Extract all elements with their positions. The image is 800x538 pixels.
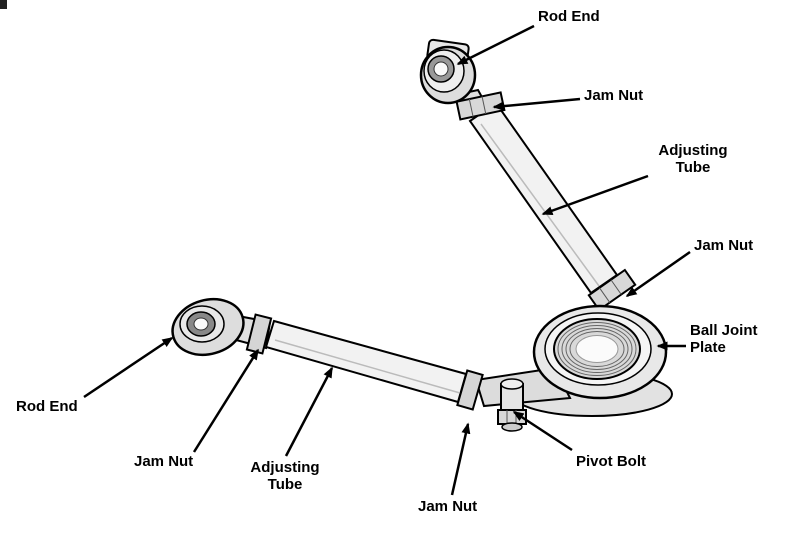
- label-ball-joint-plate: Ball Joint Plate: [690, 322, 758, 356]
- label-jam-nut-bottom: Jam Nut: [418, 498, 478, 515]
- arrow-jam-nut-mid: [625, 250, 691, 298]
- arrow-pivot-bolt: [512, 410, 573, 452]
- scan-artifact: [0, 0, 7, 9]
- arrow-adjusting-tube-bottom: [284, 366, 334, 457]
- arrow-rod-end-left: [83, 336, 174, 399]
- label-adjusting-tube-top: Adjusting Tube: [658, 142, 728, 176]
- ball-joint-plate-ring: [532, 304, 668, 400]
- middle-jam-nut: [587, 268, 637, 312]
- label-pivot-bolt: Pivot Bolt: [576, 453, 646, 470]
- label-rod-end-left: Rod End: [16, 398, 78, 415]
- arrow-adjusting-tube-top: [541, 174, 649, 216]
- leader-arrows: [83, 24, 691, 496]
- upper-adjusting-tube: [468, 101, 619, 295]
- label-jam-nut-left: Jam Nut: [134, 453, 194, 470]
- upper-jam-nut: [455, 91, 506, 121]
- lower-adjusting-tube: [264, 319, 468, 404]
- arrow-rod-end-top: [456, 24, 535, 66]
- label-jam-nut-mid: Jam Nut: [694, 237, 754, 254]
- lower-jam-nut: [456, 369, 484, 411]
- label-adjusting-tube-bottom: Adjusting Tube: [250, 459, 320, 493]
- arrow-jam-nut-top: [492, 97, 581, 111]
- label-rod-end-top: Rod End: [538, 8, 600, 25]
- label-jam-nut-top: Jam Nut: [584, 87, 644, 104]
- pivot-bolt-part: [497, 378, 527, 432]
- arrow-jam-nut-bottom: [450, 422, 471, 496]
- arrow-jam-nut-left: [192, 348, 260, 453]
